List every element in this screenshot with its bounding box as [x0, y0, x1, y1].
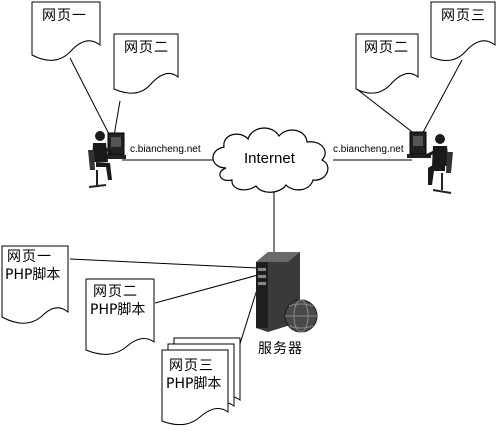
server-drive-bay-3: [258, 282, 266, 285]
script1-subtitle: PHP脚本: [5, 267, 61, 283]
left-client-arm: [103, 146, 115, 156]
left-client-workstation: [88, 131, 126, 188]
php-script-1-document: [1, 245, 69, 324]
left-client-screen: [111, 137, 121, 147]
server-drive-bay-1: [258, 268, 266, 271]
page2-label-right: 网页二: [364, 40, 409, 56]
left-client-head-icon: [95, 131, 105, 141]
right-client-chair-base: [432, 189, 452, 194]
script3-title: 网页三: [169, 358, 214, 374]
php-script-3-document-stack: [161, 337, 241, 426]
line-page1-left-client: [69, 57, 113, 141]
server-tower-top: [256, 252, 300, 262]
script2-title: 网页二: [93, 284, 138, 300]
internet-label: Internet: [244, 150, 295, 167]
left-client-torso: [92, 143, 108, 162]
left-client-chair-base: [88, 184, 107, 188]
server-label: 服务器: [258, 341, 303, 357]
right-client-legs: [428, 166, 445, 185]
right-client-torso: [432, 146, 449, 166]
script2-subtitle: PHP脚本: [90, 302, 146, 318]
line-page2-left-client: [113, 100, 121, 137]
connector-lines: [69, 57, 463, 364]
left-client-chair-back: [88, 150, 95, 170]
right-client-head-icon: [435, 134, 445, 144]
right-client-desk: [407, 154, 431, 158]
web-page-1-document: [31, 1, 101, 61]
globe-parallel-top: [288, 303, 314, 307]
web-page-2-document-right: [355, 33, 419, 94]
server-icon: [256, 252, 318, 333]
right-client-host: c.biancheng.net: [333, 144, 404, 155]
page2-label-left: 网页二: [124, 40, 169, 56]
php-script-3-sheet-front: [161, 349, 229, 426]
internet-cloud: [212, 127, 329, 193]
left-client-desk: [104, 155, 126, 159]
script3-subtitle: PHP脚本: [166, 376, 222, 392]
page3-label: 网页三: [441, 8, 486, 24]
left-client-host: c.biancheng.net: [130, 144, 201, 155]
right-client-arm: [425, 149, 437, 158]
script1-title: 网页一: [7, 249, 52, 265]
left-client-legs: [96, 162, 112, 180]
right-client-chair-back: [446, 152, 453, 173]
web-page-2-document-left: [113, 33, 179, 94]
right-client-workstation: [407, 131, 453, 194]
php-script-2-document: [85, 278, 155, 355]
right-client-screen: [413, 136, 423, 146]
line-page2-right-client: [357, 89, 421, 139]
globe-parallel-bottom: [288, 325, 314, 329]
line-script1-server: [69, 258, 259, 269]
line-script2-server: [154, 274, 259, 304]
page1-label: 网页一: [42, 8, 87, 24]
server-tower-front: [256, 262, 268, 328]
line-page3-right-client: [419, 59, 463, 139]
server-drive-bay-2: [258, 275, 266, 278]
web-page-3-document: [430, 1, 496, 62]
